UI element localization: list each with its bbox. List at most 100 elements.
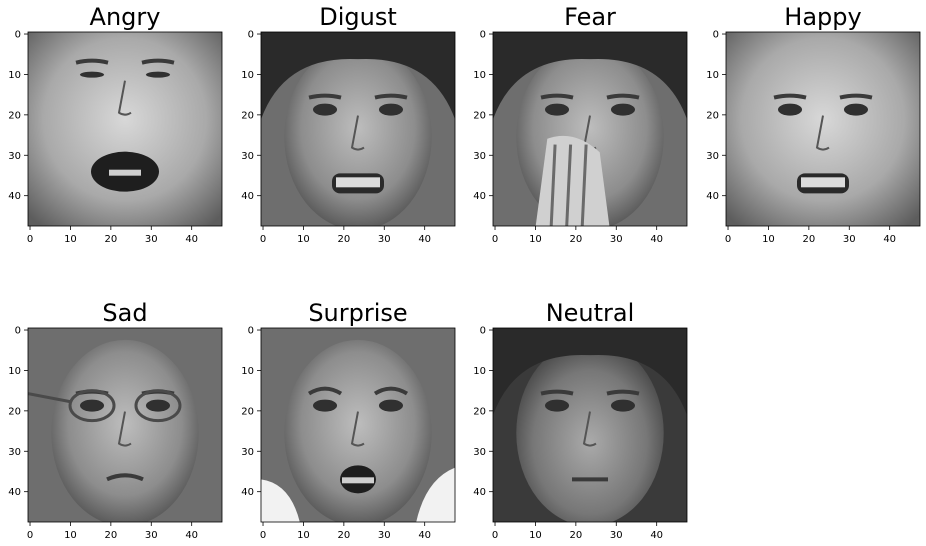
y-tick-label: 30 — [473, 151, 486, 162]
x-tick-label: 10 — [762, 234, 775, 245]
axes-frame — [725, 31, 921, 227]
x-tick-label: 40 — [185, 234, 198, 245]
eye — [145, 399, 170, 412]
y-tick-label: 0 — [713, 30, 719, 41]
eyebrow — [606, 389, 640, 396]
x-tick-label: 0 — [260, 234, 266, 245]
y-tick-label: 30 — [241, 447, 254, 458]
panel-title: Digust — [319, 3, 397, 31]
eye — [313, 399, 338, 412]
y-tick-label: 30 — [8, 447, 21, 458]
face-image — [261, 328, 455, 522]
eye — [610, 399, 635, 412]
y-tick-label: 10 — [473, 70, 486, 81]
y-tick-label: 10 — [706, 70, 719, 81]
x-tick-label: 20 — [569, 530, 582, 541]
nose — [815, 115, 830, 151]
axes-frame — [492, 327, 688, 523]
x-tick-label: 40 — [883, 234, 896, 245]
panel-title: Surprise — [308, 299, 407, 327]
y-tick-label: 0 — [15, 30, 21, 41]
x-tick-label: 0 — [725, 234, 731, 245]
face-region — [284, 339, 432, 522]
y-tick-label: 20 — [473, 406, 486, 417]
x-tick-label: 20 — [104, 530, 117, 541]
x-tick-label: 20 — [337, 530, 350, 541]
x-tick-label: 20 — [569, 234, 582, 245]
y-tick-label: 0 — [480, 326, 486, 337]
hair-region — [493, 328, 687, 416]
x-tick-label: 40 — [650, 234, 663, 245]
y-tick-label: 10 — [8, 366, 21, 377]
y-tick-label: 30 — [706, 151, 719, 162]
eye — [545, 399, 570, 412]
x-tick-label: 0 — [492, 530, 498, 541]
x-tick-label: 40 — [418, 530, 431, 541]
y-tick-label: 20 — [473, 110, 486, 121]
glasses-lens — [134, 389, 182, 423]
eye — [80, 71, 105, 78]
panel-title: Neutral — [546, 299, 635, 327]
x-tick-label: 20 — [104, 234, 117, 245]
teeth — [342, 477, 374, 484]
x-tick-label: 0 — [492, 234, 498, 245]
axes-frame — [27, 31, 223, 227]
y-tick-label: 30 — [241, 151, 254, 162]
y-tick-label: 20 — [241, 110, 254, 121]
y-tick-label: 40 — [473, 191, 486, 202]
face-image — [28, 32, 222, 226]
y-tick-label: 40 — [241, 487, 254, 498]
teeth — [801, 177, 845, 188]
x-tick-label: 10 — [297, 234, 310, 245]
y-tick-label: 0 — [248, 30, 254, 41]
eyebrow — [307, 386, 343, 396]
x-tick-label: 30 — [378, 530, 391, 541]
y-tick-label: 40 — [473, 487, 486, 498]
face-region — [284, 43, 432, 226]
x-tick-label: 10 — [64, 530, 77, 541]
x-tick-label: 30 — [145, 234, 158, 245]
teeth — [109, 169, 141, 176]
axes-frame — [492, 31, 688, 227]
eye — [80, 399, 105, 412]
x-tick-label: 30 — [610, 530, 623, 541]
eyebrow — [373, 386, 409, 396]
eye — [545, 103, 570, 116]
background-patch — [261, 479, 300, 522]
x-tick-label: 30 — [145, 530, 158, 541]
eyebrow — [374, 93, 408, 100]
nose — [350, 115, 365, 151]
teeth — [336, 177, 380, 188]
y-tick-label: 20 — [706, 110, 719, 121]
face-region — [28, 32, 222, 226]
eye — [843, 103, 868, 116]
y-tick-label: 10 — [241, 366, 254, 377]
nose — [582, 411, 597, 447]
nose — [117, 411, 132, 447]
panel-title: Happy — [784, 3, 861, 31]
x-tick-label: 10 — [64, 234, 77, 245]
eye — [778, 103, 803, 116]
glasses-arm — [28, 392, 71, 404]
x-tick-label: 30 — [378, 234, 391, 245]
eyebrow — [141, 58, 175, 65]
y-tick-label: 10 — [473, 366, 486, 377]
eye — [145, 71, 170, 78]
x-tick-label: 20 — [337, 234, 350, 245]
eyebrow — [75, 58, 109, 65]
nose — [350, 411, 365, 447]
y-tick-label: 40 — [8, 191, 21, 202]
axes-frame — [27, 327, 223, 523]
y-tick-label: 10 — [8, 70, 21, 81]
eyebrow — [308, 93, 342, 100]
finger-shadow — [549, 144, 557, 226]
face-image — [493, 32, 687, 226]
eye — [378, 103, 403, 116]
x-tick-label: 40 — [418, 234, 431, 245]
x-tick-label: 0 — [260, 530, 266, 541]
